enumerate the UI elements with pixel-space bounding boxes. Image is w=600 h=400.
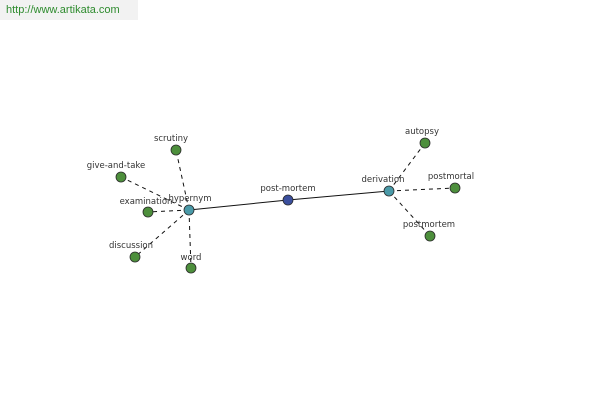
node-give-and-take[interactable]: give-and-take [87,161,146,183]
nodes-layer: post-mortem hypernym derivation scrutiny giv… [87,127,474,274]
node-scrutiny[interactable]: scrutiny [154,134,188,156]
node-marker[interactable] [183,204,195,216]
node-postmortem[interactable]: postmortem [403,220,455,242]
node-marker[interactable] [383,185,395,197]
node-examination[interactable]: examination [120,197,173,218]
node-autopsy[interactable]: autopsy [405,127,439,149]
node-label: autopsy [405,127,439,137]
node-label: derivation [361,175,404,185]
source-link[interactable]: http://www.artikata.com [6,4,120,16]
node-marker[interactable] [170,144,182,156]
edge-derivation-autopsy [388,142,426,192]
node-discussion[interactable]: discussion [109,241,153,263]
node-label: scrutiny [154,134,188,144]
node-label: postmortal [428,172,474,182]
edge-hypernym-word [188,209,192,269]
node-label: postmortem [403,220,455,230]
edge-hypernym-examination [147,209,190,213]
node-label: post-mortem [260,184,315,194]
edge-hypernym-post-mortem [188,199,289,211]
source-banner: http://www.artikata.com [0,0,138,20]
node-word[interactable]: word [181,253,202,274]
node-label: examination [120,197,173,207]
node-hypernym[interactable]: hypernym [168,194,212,216]
node-marker[interactable] [115,171,127,183]
edge-hypernym-discussion [134,209,190,258]
node-marker[interactable] [449,182,461,194]
node-marker[interactable] [419,137,431,149]
node-derivation[interactable]: derivation [361,175,405,197]
edge-post-mortem-derivation [287,190,390,201]
node-marker[interactable] [282,194,294,206]
edge-derivation-postmortal [388,187,456,192]
edges-layer [120,142,456,269]
node-post-mortem[interactable]: post-mortem [260,184,316,206]
node-marker[interactable] [142,206,154,218]
edge-hypernym-scrutiny [175,149,190,211]
node-label: discussion [109,241,153,251]
edge-derivation-postmortem [388,190,431,237]
node-marker[interactable] [424,230,436,242]
node-marker[interactable] [185,262,197,274]
node-marker[interactable] [129,251,141,263]
node-label: give-and-take [87,161,146,171]
node-label: hypernym [168,194,211,204]
node-postmortal[interactable]: postmortal [428,172,474,194]
node-label: word [181,253,202,263]
